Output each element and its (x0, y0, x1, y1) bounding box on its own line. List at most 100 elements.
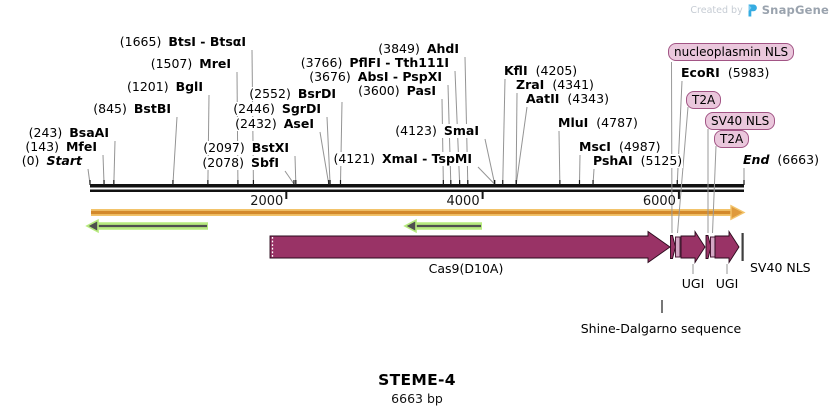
enzyme-position: (1507) (150, 56, 193, 71)
enzyme-name: PasI (406, 83, 436, 98)
ruler-tick-6000 (677, 192, 680, 199)
enzyme-name: PflFI - Tth111I (349, 55, 449, 70)
feature-t2a-box[interactable] (675, 236, 681, 258)
feature-ugi-arrow[interactable] (714, 229, 740, 265)
enzyme-label-mfei[interactable]: (143)MfeI (24, 140, 98, 154)
sequence-line-top (90, 184, 744, 188)
enzyme-position: (2432) (235, 116, 277, 131)
enzyme-name: SmaI (443, 123, 479, 138)
enzyme-name: ZraI (516, 77, 545, 92)
enzyme-position: (4341) (552, 77, 594, 92)
connector-zrai (515, 92, 518, 185)
watermark-brand-text: SnapGene (761, 3, 829, 17)
callout-label-nucleoplasmin-nls[interactable]: nucleoplasmin NLS (668, 43, 795, 61)
enzyme-label-bgli[interactable]: (1201)BglI (126, 80, 204, 94)
callout-label-t2a[interactable]: T2A (714, 130, 750, 148)
enzyme-label-sbfi[interactable]: (2078) SbfI (201, 156, 280, 170)
map-title-block: STEME-4 6663 bp (378, 371, 456, 406)
enzyme-name: AseI (283, 116, 314, 131)
enzyme-name: MfeI (65, 139, 97, 154)
connector-ecori (676, 80, 683, 185)
connector-sgrdi (326, 116, 331, 185)
enzyme-position: (5125) (640, 153, 683, 168)
enzyme-position: (4121) (333, 151, 376, 166)
enzyme-name: BsaAI (69, 125, 109, 140)
enzyme-name: BglI (175, 79, 203, 94)
enzyme-label-bsaai[interactable]: (243) BsaAI (27, 125, 110, 140)
enzyme-label-pshai[interactable]: PshAI(5125) (592, 153, 684, 168)
enzyme-label-smai[interactable]: (4123) SmaI (394, 124, 480, 138)
enzyme-name: MluI (558, 115, 589, 130)
enzyme-position: (4787) (596, 115, 638, 130)
enzyme-position: (0) (21, 153, 40, 168)
enzyme-name: AatII (526, 91, 560, 106)
callout-label-sv40-nls[interactable]: SV40 NLS (705, 112, 776, 130)
enzyme-position: (243) (28, 125, 63, 140)
feature-nucleoplasmin-nls-sliver[interactable] (670, 235, 676, 259)
shine-dalgarno-label[interactable]: Shine-Dalgarno sequence (580, 321, 742, 336)
watermark-created-by-text: Created by (690, 4, 743, 16)
enzyme-position: (2552) (249, 86, 291, 101)
enzyme-position: (4343) (567, 91, 609, 106)
enzyme-name: End (743, 152, 770, 167)
enzyme-name: KflI (504, 63, 528, 78)
enzyme-position: (4205) (535, 63, 578, 78)
enzyme-name: SbfI (250, 155, 279, 170)
connector-xmai-tspmi (477, 166, 495, 185)
connector-bstbi (172, 116, 178, 185)
primer-arrow-1-head (85, 218, 99, 234)
enzyme-name: BstXI (251, 140, 289, 155)
enzyme-position: (4123) (395, 123, 437, 138)
connector-bstxi (294, 155, 297, 185)
connector-bsaai (113, 140, 116, 185)
enzyme-label-bsrdi[interactable]: (2552)BsrDI (248, 87, 337, 101)
enzyme-position: (2078) (202, 155, 244, 170)
callout-line-t2a (712, 145, 717, 234)
enzyme-label-aatii[interactable]: AatII (4343) (525, 92, 610, 106)
enzyme-label-start[interactable]: (0)Start (20, 153, 83, 168)
enzyme-label-bstbi[interactable]: (845)BstBI (92, 102, 172, 116)
enzyme-position: (4987) (618, 139, 661, 154)
enzyme-label-kfli[interactable]: KflI (4205) (503, 63, 579, 78)
enzyme-label-ahdi[interactable]: (3849)AhdI (377, 42, 460, 56)
enzyme-label-absi-pspxi[interactable]: (3676)AbsI - PspXI (308, 70, 443, 84)
connector-msci (578, 154, 581, 185)
enzyme-label-pasi[interactable]: (3600) PasI (357, 84, 437, 98)
enzyme-position: (3600) (358, 83, 400, 98)
ruler-tick-2000 (285, 192, 288, 199)
ruler-number-2000: 2000 (250, 193, 284, 209)
feature-label-ugi[interactable]: UGI (681, 276, 705, 291)
feature-sv40-nls-bar[interactable] (741, 233, 744, 261)
connector-sbfi (284, 170, 295, 185)
feature-sv40-nls-sliver[interactable] (705, 235, 712, 259)
enzyme-label-asei[interactable]: (2432) AseI (234, 117, 315, 131)
construct-bar-arrowhead (730, 204, 746, 221)
enzyme-label-zrai[interactable]: ZraI (4341) (515, 78, 595, 92)
plasmid-name: STEME-4 (378, 371, 456, 389)
enzyme-label-mlui[interactable]: MluI (4787) (557, 116, 639, 130)
callout-label-t2a[interactable]: T2A (686, 91, 722, 109)
enzyme-label-mrei[interactable]: (1507)MreI (149, 56, 232, 71)
enzyme-position: (3676) (309, 69, 351, 84)
enzyme-label-end[interactable]: End(6663) (742, 153, 820, 167)
ruler-number-4000: 4000 (446, 193, 480, 209)
enzyme-label-msci[interactable]: MscI (4987) (578, 140, 662, 154)
enzyme-name: MscI (579, 139, 611, 154)
enzyme-label-bstxi[interactable]: (2097)BstXI (202, 141, 290, 155)
enzyme-label-ecori[interactable]: EcoRI(5983) (680, 66, 771, 80)
feature-ugi-arrow[interactable] (680, 229, 706, 265)
feature-label-ugi[interactable]: UGI (715, 276, 739, 291)
feature-label-sv40-nls[interactable]: SV40 NLS (750, 260, 811, 275)
enzyme-label-pflfi-tth111i[interactable]: (3766)PflFI - Tth111I (299, 55, 450, 70)
feature-label-cas9-d10a[interactable]: Cas9(D10A) (428, 261, 504, 276)
feature-t2a-box[interactable] (710, 236, 716, 258)
connector-kfli (502, 78, 506, 185)
enzyme-label-btsi-bts-i[interactable]: (1665)BtsI - BtsαI (118, 35, 247, 49)
connector-pasi (441, 98, 444, 185)
connector-mfei (102, 154, 105, 185)
enzyme-label-xmai-tspmi[interactable]: (4121)XmaI - TspMI (332, 152, 473, 166)
feature-cas9-d10a-arrow[interactable] (269, 230, 671, 264)
enzyme-position: (3849) (378, 41, 420, 56)
enzyme-label-sgrdi[interactable]: (2446)SgrDI (232, 102, 322, 116)
